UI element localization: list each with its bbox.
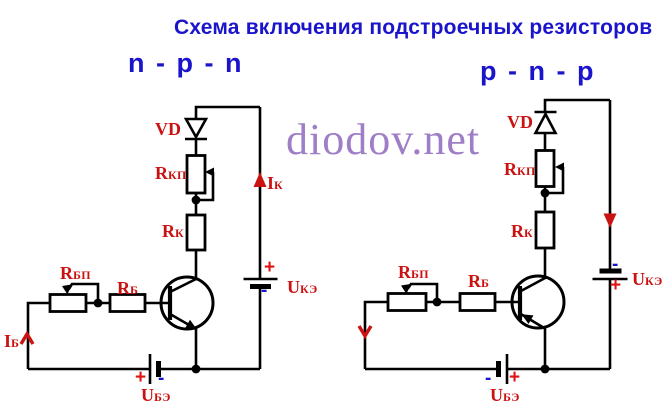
- npn-rbp-label-sub: БП: [73, 268, 91, 282]
- npn-rk-resistor-body: [185, 213, 207, 252]
- pnp-ube-plus-sign: +: [509, 367, 521, 388]
- npn-rb-label: RБ: [117, 279, 138, 297]
- pnp-rbp-wiper-arrow: [401, 284, 411, 294]
- npn-rkp-trimmer-body: [185, 154, 207, 195]
- pnp-top-wire: [543, 98, 610, 113]
- pnp-rb-label-sub: Б: [481, 276, 490, 290]
- pnp-ube-label-main: U: [490, 385, 503, 405]
- pnp-emitter-arrowhead: [521, 314, 534, 324]
- npn-uke-plus-sign: +: [264, 257, 276, 278]
- pnp-type-label: p - n - p: [480, 56, 596, 86]
- npn-left-wire: [26, 301, 50, 369]
- pnp-uke-label-main: U: [632, 269, 645, 289]
- npn-ib-label: IБ: [4, 332, 19, 350]
- npn-ib-current-arrow: [19, 330, 35, 345]
- npn-rkp-label-main: R: [155, 163, 168, 183]
- npn-ib-label-sub: Б: [11, 336, 20, 350]
- npn-rkp-label-sub: КП: [168, 168, 187, 182]
- npn-rb-label-sub: Б: [130, 283, 139, 297]
- npn-uke-label-main: U: [287, 277, 300, 297]
- watermark-text: diodov.net: [286, 115, 481, 164]
- pnp-rbp-trimmer-body: [386, 292, 428, 312]
- npn-circuit-graphic: [19, 105, 278, 384]
- npn-rb-resistor-body: [108, 293, 147, 313]
- pnp-uke-label-sub: КЭ: [645, 274, 663, 288]
- npn-type-label: n - p - n: [128, 48, 244, 78]
- npn-ik-label-main: I: [267, 173, 275, 193]
- pnp-circuit-graphic: [357, 98, 628, 384]
- pnp-rk-label-sub: К: [524, 226, 534, 240]
- pnp-rk-label-main: R: [511, 221, 524, 241]
- npn-ube-label-sub: БЭ: [154, 390, 171, 404]
- pnp-rb-resistor-body: [458, 292, 497, 312]
- npn-top-wire: [194, 105, 260, 119]
- npn-rbp-trimmer-body: [48, 293, 88, 313]
- pnp-diode-triangle: [533, 111, 558, 135]
- pnp-uke-label: UКЭ: [632, 270, 663, 288]
- pnp-rkp-label-main: R: [504, 159, 517, 179]
- npn-ube-minus-sign: -: [158, 368, 165, 389]
- npn-rbp-wiper-arrow: [62, 284, 72, 295]
- pnp-rkp-wiper-wire: [547, 167, 565, 195]
- npn-ik-label-sub: К: [274, 178, 284, 192]
- pnp-ube-label-sub: БЭ: [503, 390, 520, 404]
- pnp-junction-dot-base: [432, 297, 442, 307]
- page-title: Схема включения подстроечных резисторов: [174, 16, 653, 39]
- pnp-rk-resistor-body: [534, 210, 556, 250]
- pnp-ube-minus-sign: -: [485, 368, 492, 389]
- npn-ik-current-arrow: [253, 172, 267, 187]
- pnp-rkp-label: RКП: [504, 160, 536, 178]
- pnp-rb-label-main: R: [468, 271, 481, 291]
- pnp-vd-label: VD: [507, 112, 533, 132]
- npn-vd-label: VD: [155, 119, 181, 139]
- npn-rb-label-main: R: [117, 278, 130, 298]
- pnp-rk-label: RК: [511, 222, 533, 240]
- pnp-left-wire: [363, 300, 388, 369]
- pnp-collector-current-arrow: [603, 213, 617, 228]
- npn-ib-label-main: I: [4, 331, 12, 351]
- npn-uke-label: UКЭ: [287, 278, 318, 296]
- npn-ube-label-main: U: [141, 385, 154, 405]
- npn-rk-label: RК: [162, 222, 184, 240]
- pnp-rbp-label-sub: БП: [411, 267, 429, 281]
- pnp-rbp-label: RБП: [398, 263, 429, 281]
- npn-transistor-collector-lead: [169, 277, 198, 294]
- pnp-ube-label: UБЭ: [490, 386, 520, 404]
- pnp-uke-minus-sign: -: [612, 254, 619, 275]
- npn-junction-dot-base: [93, 298, 103, 308]
- pnp-rkp-label-sub: КП: [517, 164, 536, 178]
- npn-rk-label-main: R: [162, 221, 175, 241]
- npn-rbp-label: RБП: [60, 264, 91, 282]
- npn-rkp-label: RКП: [155, 164, 187, 182]
- npn-uke-minus-sign: -: [261, 280, 268, 301]
- pnp-transistor-collector-lead: [519, 276, 547, 293]
- npn-rbp-label-main: R: [60, 263, 73, 283]
- pnp-rb-label: RБ: [468, 272, 489, 290]
- npn-rk-label-sub: К: [175, 226, 185, 240]
- npn-diode-triangle: [183, 117, 209, 140]
- npn-ik-label: IК: [267, 174, 283, 192]
- pnp-uke-plus-sign: +: [610, 275, 622, 296]
- pnp-rkp-trimmer-body: [534, 149, 556, 188]
- npn-rkp-wiper-wire: [197, 172, 215, 202]
- npn-ube-label: UБЭ: [141, 386, 171, 404]
- pnp-base-current-arrow: [357, 325, 373, 340]
- npn-ube-plus-sign: +: [135, 367, 147, 388]
- npn-uke-label-sub: КЭ: [300, 282, 318, 296]
- npn-emitter-arrowhead: [185, 319, 197, 330]
- pnp-rbp-label-main: R: [398, 262, 411, 282]
